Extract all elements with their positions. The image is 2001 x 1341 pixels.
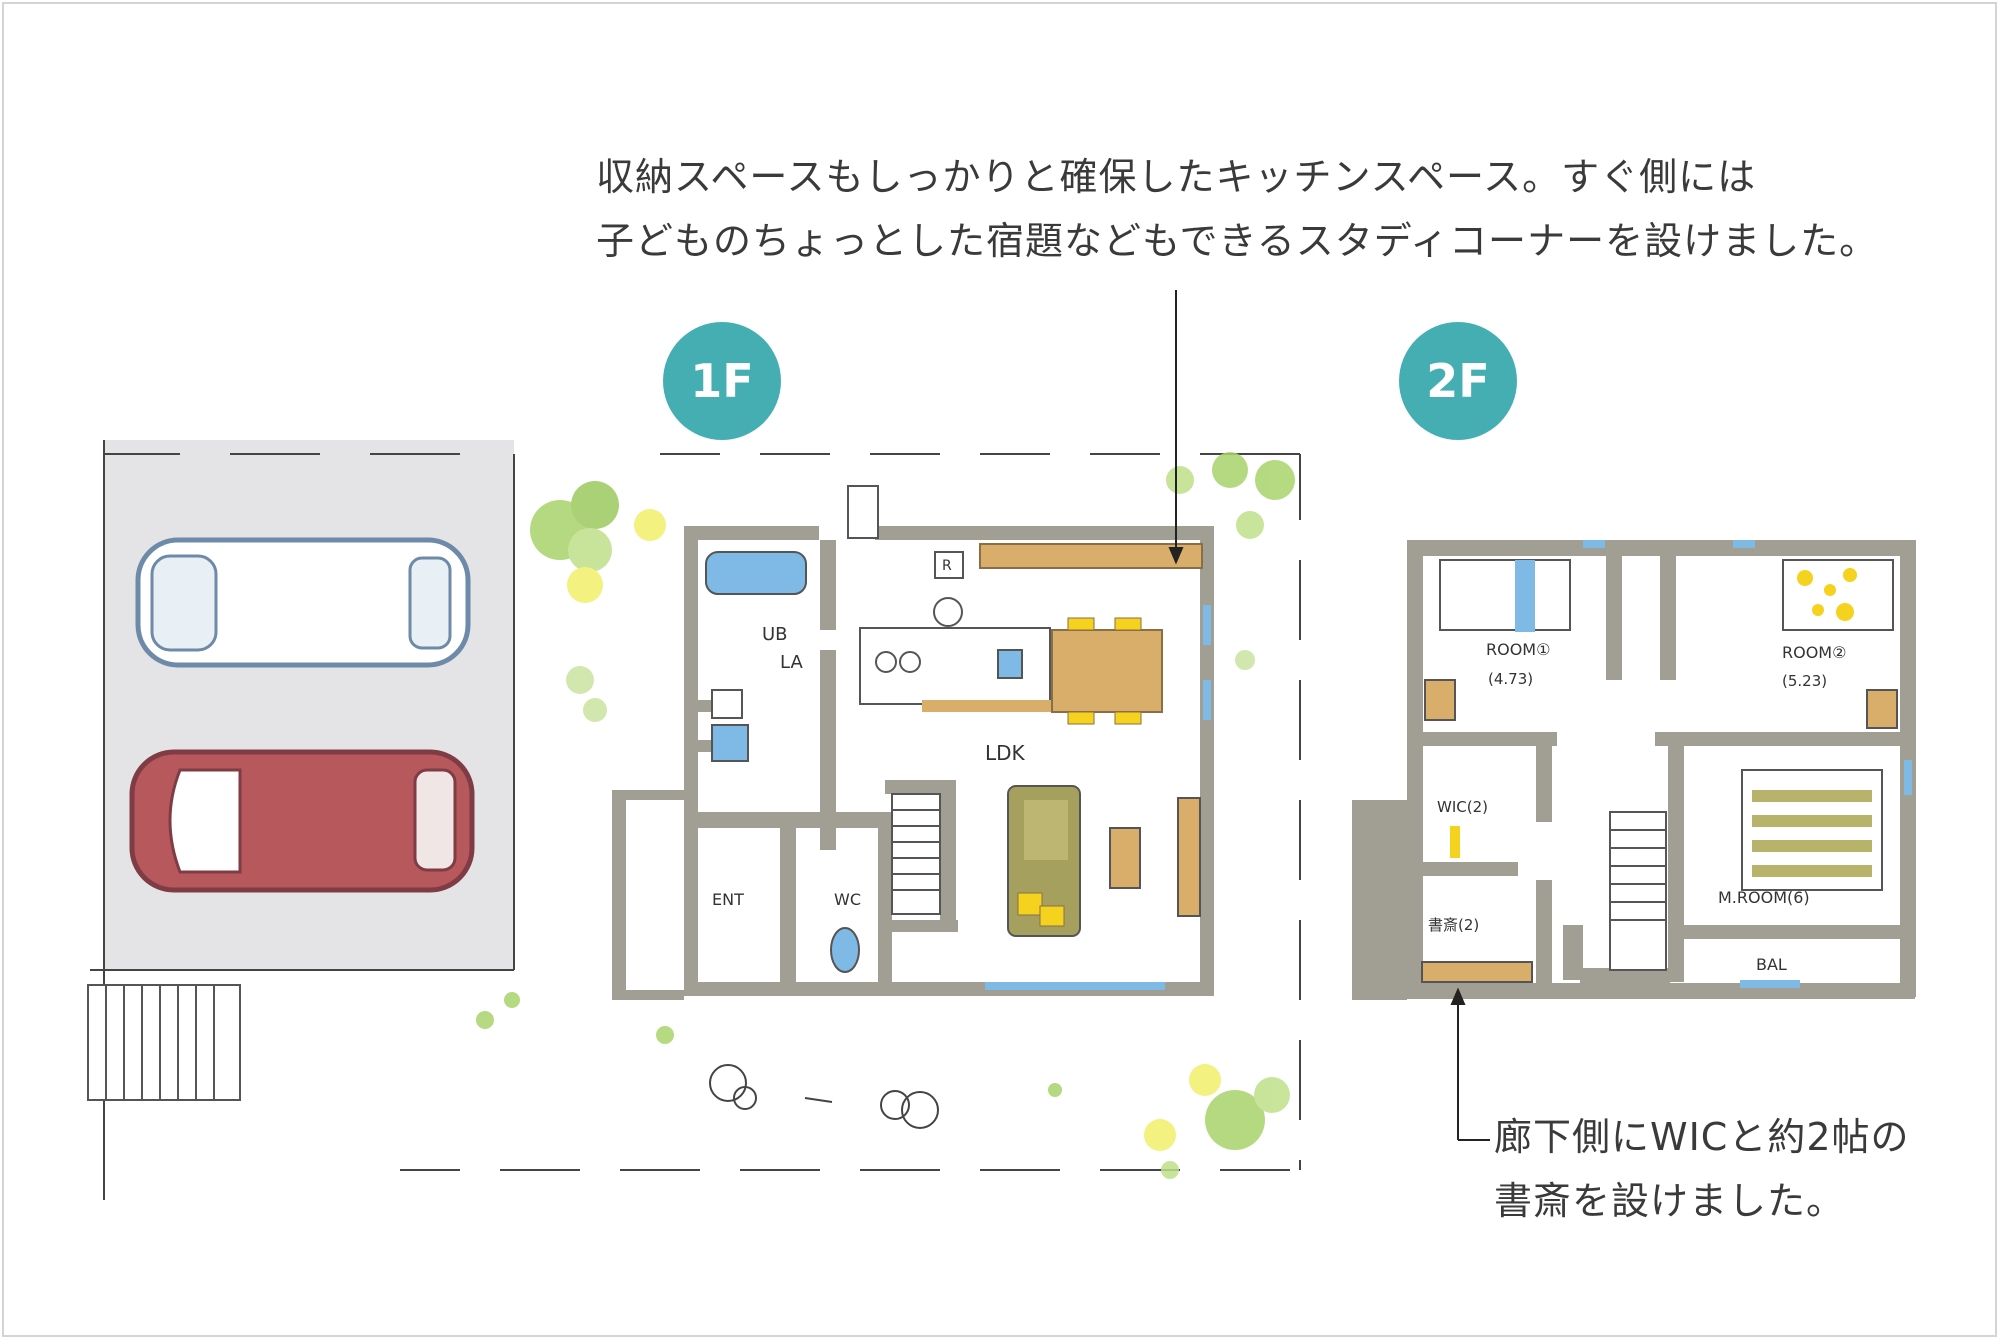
kitchen-callout-line-1: 収納スペースもしっかりと確保したキッチンスペース。すぐ側には bbox=[596, 155, 1757, 199]
room2-bed bbox=[1782, 559, 1894, 631]
room1-bed bbox=[1439, 559, 1571, 631]
label-wic: WIC(2) bbox=[1437, 798, 1488, 816]
kitchen-callout-text: 収納スペースもしっかりと確保したキッチンスペース。すぐ側には 子どものちょっとし… bbox=[596, 145, 1878, 273]
dining-table bbox=[1051, 629, 1163, 713]
floor-badge-2f: 2F bbox=[1399, 322, 1517, 440]
label-room1-size: (4.73) bbox=[1488, 670, 1533, 688]
label-room2-size: (5.23) bbox=[1782, 672, 1827, 690]
label-room1: ROOM① bbox=[1486, 640, 1550, 659]
label-room2: ROOM② bbox=[1782, 643, 1846, 662]
garden-decoration bbox=[709, 1064, 939, 1129]
label-wc: WC bbox=[834, 890, 861, 909]
study-callout-line-1: 廊下側にWICと約2帖の bbox=[1494, 1115, 1910, 1159]
kitchen-back-counter bbox=[979, 543, 1203, 569]
red-car bbox=[129, 749, 475, 893]
toilet bbox=[830, 927, 860, 973]
study-callout-text: 廊下側にWICと約2帖の 書斎を設けました。 bbox=[1494, 1105, 1910, 1233]
second-floor-plan bbox=[1352, 540, 1916, 1000]
floor-badge-1f: 1F bbox=[663, 322, 781, 440]
washer bbox=[711, 724, 749, 762]
kitchen-callout-line-2: 子どものちょっとした宿題などもできるスタディコーナーを設けました。 bbox=[596, 219, 1879, 263]
front-steps bbox=[87, 984, 241, 1101]
label-la: LA bbox=[780, 652, 803, 673]
tv-board bbox=[1177, 797, 1201, 917]
study-desk bbox=[1421, 961, 1533, 983]
label-study: 書斎(2) bbox=[1428, 916, 1479, 934]
second-floor-stairs bbox=[1609, 811, 1667, 971]
callout-pointer-lines bbox=[1168, 290, 1490, 1141]
label-ub: UB bbox=[762, 624, 788, 645]
first-floor-stairs bbox=[891, 793, 941, 915]
label-mroom: M.ROOM(6) bbox=[1718, 888, 1810, 907]
label-bal: BAL bbox=[1756, 955, 1787, 974]
white-car bbox=[135, 537, 471, 668]
study-callout-line-2: 書斎を設けました。 bbox=[1494, 1179, 1846, 1223]
first-floor-plan bbox=[612, 485, 1214, 1000]
garden-greenery bbox=[476, 452, 1295, 1179]
label-ent: ENT bbox=[712, 890, 744, 909]
label-ldk: LDK bbox=[985, 741, 1026, 765]
bathtub bbox=[705, 551, 807, 595]
label-r: R bbox=[942, 558, 952, 574]
